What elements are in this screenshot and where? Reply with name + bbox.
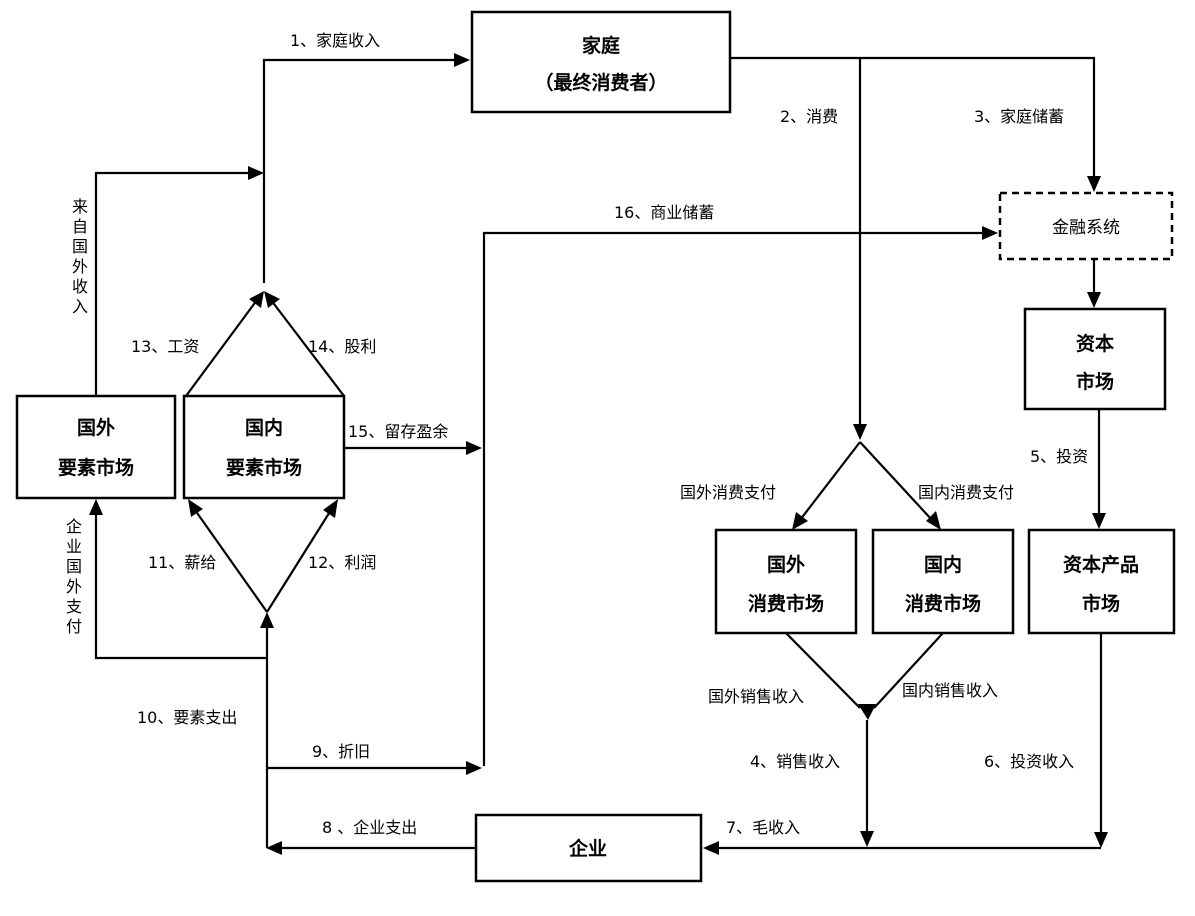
household-savings-arrowhead <box>1087 176 1101 192</box>
foreign-income-char: 来 <box>72 197 88 216</box>
capital-goods-market-line1: 资本产品 <box>1063 553 1139 576</box>
factor-expenditure-arrowhead <box>260 612 274 628</box>
label-retained-surplus: 15、留存盈余 <box>348 422 448 441</box>
label-domestic-sales-revenue: 国内销售收入 <box>902 681 998 700</box>
capital-market-line2: 市场 <box>1076 370 1114 393</box>
foreign-factor-market-line2: 要素市场 <box>58 456 134 479</box>
gross-revenue-arrowhead <box>703 841 719 855</box>
sales-revenue-arrowhead <box>860 831 874 847</box>
consumption-arrowhead <box>853 424 867 440</box>
financial-to-capital-arrowhead <box>1087 292 1101 308</box>
business-savings-arrowhead <box>982 226 998 240</box>
foreign-consumer-market-line1: 国外 <box>767 553 805 576</box>
label-sales-revenue: 4、销售收入 <box>750 752 840 771</box>
dividends-arrowhead <box>264 291 280 308</box>
foreign-income-char: 入 <box>72 297 88 316</box>
enterprise-foreign-payment-char: 支 <box>66 597 82 616</box>
foreign-income-char: 国 <box>72 237 88 256</box>
enterprise-foreign-payment-char: 外 <box>66 577 82 596</box>
enterprise-label: 企业 <box>568 837 607 860</box>
foreign-sales-revenue-line <box>785 632 861 709</box>
foreign-factor-market-line1: 国外 <box>77 416 115 439</box>
financial-system-box <box>998 191 1174 261</box>
salary-arrowhead <box>188 499 203 517</box>
foreign-income-char: 外 <box>72 257 88 276</box>
domestic-consumer-market-line1: 国内 <box>924 553 962 576</box>
label-foreign-sales-revenue: 国外销售收入 <box>708 687 804 706</box>
label-gross-revenue: 7、毛收入 <box>726 818 800 837</box>
capital-market-line1: 资本 <box>1076 332 1114 355</box>
profit-arrowhead <box>323 499 338 518</box>
enterprise-foreign-payment-line <box>94 512 267 660</box>
profit-line <box>266 509 332 613</box>
label-profit: 12、利润 <box>308 553 376 572</box>
foreign-factor-market-box <box>15 394 177 500</box>
retained-surplus-arrowhead <box>466 441 482 455</box>
domestic-consumer-market-box <box>871 528 1015 635</box>
enterprise-foreign-payment-char: 付 <box>66 617 82 636</box>
investment-income-arrowhead <box>1094 832 1108 848</box>
household-box <box>470 10 732 114</box>
label-salary: 11、薪给 <box>148 553 216 572</box>
domestic-consumption-payment-arrowhead <box>926 511 941 530</box>
household-subtitle: （最终消费者） <box>534 71 667 94</box>
foreign-income-char: 收 <box>72 277 88 296</box>
domestic-consumption-payment-line <box>859 441 933 521</box>
enterprise-foreign-payment-char: 业 <box>66 537 82 556</box>
business-savings-line <box>482 231 986 766</box>
foreign-income-char: 自 <box>72 217 88 236</box>
label-investment: 5、投资 <box>1030 447 1088 466</box>
depreciation-arrowhead <box>466 761 482 775</box>
enterprise-box <box>474 813 703 883</box>
salary-line <box>194 509 268 613</box>
label-foreign-consumption-payment: 国外消费支付 <box>680 483 776 502</box>
enterprise-foreign-payment-char: 国 <box>66 557 82 576</box>
domestic-factor-market-line2: 要素市场 <box>226 456 302 479</box>
label-domestic-consumption-payment: 国内消费支付 <box>918 483 1014 502</box>
wages-line <box>185 299 258 397</box>
label-depreciation: 9、折旧 <box>312 742 370 761</box>
investment-arrowhead <box>1092 513 1106 529</box>
domestic-consumer-market-line2: 消费市场 <box>905 592 981 615</box>
foreign-consumption-payment-line <box>799 441 861 521</box>
label-enterprise-expenditure: 8 、企业支出 <box>322 818 417 837</box>
label-enterprise-foreign-payment-vertical: 企 业 国 外 支 付 <box>66 517 82 636</box>
label-foreign-income-vertical: 来 自 国 外 收 入 <box>72 197 88 316</box>
foreign-income-line <box>94 171 252 396</box>
financial-system-label: 金融系统 <box>1052 218 1120 238</box>
label-dividends: 14、股利 <box>308 337 376 356</box>
domestic-sales-revenue-line <box>873 632 944 709</box>
domestic-factor-market-box <box>182 394 346 500</box>
sales-merge-arrowhead <box>858 704 876 720</box>
household-outflow-line <box>730 56 1096 180</box>
enterprise-foreign-payment-char: 企 <box>66 517 82 536</box>
capital-goods-market-box <box>1027 528 1176 635</box>
dividends-line <box>270 299 345 397</box>
foreign-consumer-market-line2: 消费市场 <box>748 592 824 615</box>
capital-goods-market-line2: 市场 <box>1082 592 1120 615</box>
label-business-savings: 16、商业储蓄 <box>614 203 714 222</box>
enterprise-foreign-payment-arrowhead <box>89 499 103 515</box>
foreign-consumption-payment-arrowhead <box>792 512 808 530</box>
label-consumption: 2、消费 <box>780 107 838 126</box>
label-household-savings: 3、家庭储蓄 <box>974 107 1064 126</box>
household-income-arrowhead <box>454 53 470 67</box>
capital-market-box <box>1023 307 1167 411</box>
household-income-line <box>262 58 458 283</box>
household-title: 家庭 <box>582 34 620 57</box>
domestic-factor-market-line1: 国内 <box>245 416 283 439</box>
label-household-income: 1、家庭收入 <box>290 31 380 50</box>
label-investment-income: 6、投资收入 <box>984 752 1074 771</box>
enterprise-expenditure-arrowhead <box>266 841 282 855</box>
wages-arrowhead <box>249 291 264 308</box>
foreign-income-arrowhead <box>248 166 264 180</box>
label-wages: 13、工资 <box>131 337 199 356</box>
label-factor-expenditure: 10、要素支出 <box>137 708 237 727</box>
foreign-consumer-market-box <box>714 528 858 635</box>
